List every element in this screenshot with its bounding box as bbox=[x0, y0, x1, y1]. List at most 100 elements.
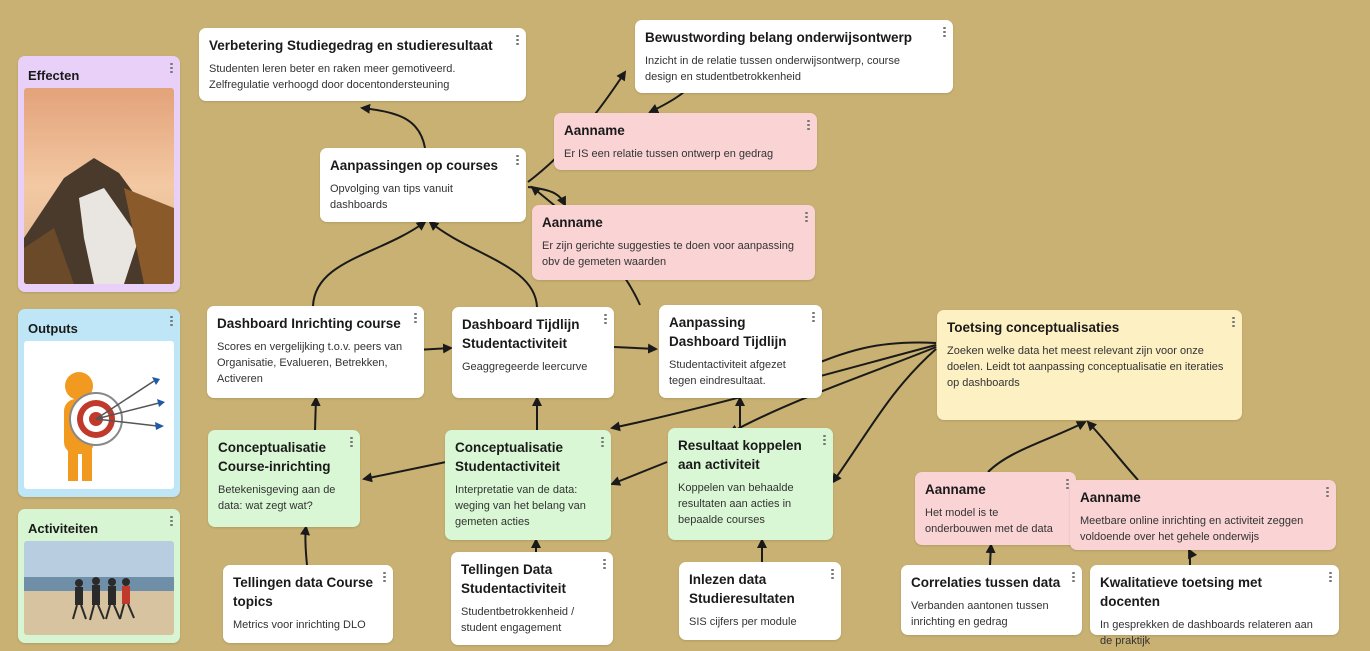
card-body: Geaggregeerde leercurve bbox=[462, 361, 588, 373]
menu-dots-icon[interactable] bbox=[943, 25, 947, 39]
menu-dots-icon[interactable] bbox=[350, 435, 354, 449]
menu-dots-icon[interactable] bbox=[812, 310, 816, 324]
connector bbox=[610, 461, 668, 486]
card-tellingen-course[interactable]: Tellingen data Course topics Metrics voo… bbox=[223, 565, 393, 643]
menu-dots-icon[interactable] bbox=[1066, 477, 1070, 491]
card-title: Toetsing conceptualisaties bbox=[947, 320, 1120, 335]
connector bbox=[312, 220, 427, 307]
menu-dots-icon[interactable] bbox=[1232, 315, 1236, 329]
card-resultaat-koppelen[interactable]: Resultaat koppelen aan activiteit Koppel… bbox=[668, 428, 833, 540]
card-title: Correlaties tussen data bbox=[911, 575, 1061, 590]
card-title: Verbetering Studiegedrag en studieresult… bbox=[209, 38, 493, 53]
card-title: Aanpassingen op courses bbox=[330, 158, 499, 173]
connector bbox=[360, 103, 426, 149]
card-body: Inzicht in de relatie tussen onderwijson… bbox=[645, 55, 900, 83]
connector bbox=[985, 543, 996, 566]
card-toetsing[interactable]: Toetsing conceptualisaties Zoeken welke … bbox=[937, 310, 1242, 420]
card-bewustwording[interactable]: Bewustwording belang onderwijsontwerp In… bbox=[635, 20, 953, 93]
connector bbox=[527, 186, 566, 207]
card-title: Aanname bbox=[1080, 490, 1141, 505]
card-kwalitatieve[interactable]: Kwalitatieve toetsing met docenten In ge… bbox=[1090, 565, 1339, 647]
card-aanname-ontwerp[interactable]: Aanname Er IS een relatie tussen ontwerp… bbox=[554, 113, 817, 170]
menu-dots-icon[interactable] bbox=[807, 118, 811, 132]
card-body: Scores en vergelijking t.o.v. peers van … bbox=[217, 341, 403, 385]
card-aanname-suggesties[interactable]: Aanname Er zijn gerichte suggesties te d… bbox=[532, 205, 815, 280]
card-title: Aanname bbox=[564, 123, 625, 138]
card-aanpassingen-courses[interactable]: Aanpassingen op courses Opvolging van ti… bbox=[320, 148, 526, 222]
menu-dots-icon[interactable] bbox=[831, 567, 835, 581]
legend-title: Activiteiten bbox=[28, 521, 99, 536]
card-tellingen-student[interactable]: Tellingen Data Studentactiviteit Student… bbox=[451, 552, 613, 645]
card-title: Conceptualisatie Studentactiviteit bbox=[455, 440, 564, 474]
menu-dots-icon[interactable] bbox=[1326, 485, 1330, 499]
menu-dots-icon[interactable] bbox=[805, 210, 809, 224]
card-concept-student[interactable]: Conceptualisatie Studentactiviteit Inter… bbox=[445, 430, 611, 540]
card-body: Betekenisgeving aan de data: wat zegt wa… bbox=[218, 484, 336, 512]
card-aanname-meetbaar[interactable]: Aanname Meetbare online inrichting en ac… bbox=[1070, 480, 1336, 550]
legend-outputs[interactable]: Outputs bbox=[18, 309, 180, 497]
card-body: SIS cijfers per module bbox=[689, 616, 797, 628]
card-title: Aanpassing Dashboard Tijdlijn bbox=[669, 315, 787, 349]
card-body: Er zijn gerichte suggesties te doen voor… bbox=[542, 240, 794, 268]
menu-dots-icon[interactable] bbox=[516, 33, 520, 47]
menu-dots-icon[interactable] bbox=[604, 312, 608, 326]
menu-dots-icon[interactable] bbox=[1072, 570, 1076, 584]
card-title: Aanname bbox=[925, 482, 986, 497]
connector bbox=[613, 343, 658, 354]
card-body: Meetbare online inrichting en activiteit… bbox=[1080, 515, 1304, 543]
connector bbox=[362, 461, 447, 483]
connector bbox=[987, 421, 1087, 473]
card-title: Dashboard Inrichting course bbox=[217, 316, 401, 331]
menu-dots-icon[interactable] bbox=[1329, 570, 1333, 584]
card-title: Tellingen data Course topics bbox=[233, 575, 374, 609]
menu-dots-icon[interactable] bbox=[601, 435, 605, 449]
legend-title: Effecten bbox=[28, 68, 80, 83]
legend-title: Outputs bbox=[28, 321, 78, 336]
card-title: Kwalitatieve toetsing met docenten bbox=[1100, 575, 1263, 609]
connector bbox=[300, 525, 310, 566]
menu-dots-icon[interactable] bbox=[414, 311, 418, 325]
card-title: Aanname bbox=[542, 215, 603, 230]
menu-dots-icon[interactable] bbox=[170, 61, 174, 75]
card-body: Studenten leren beter en raken meer gemo… bbox=[209, 63, 456, 91]
card-title: Inlezen data Studieresultaten bbox=[689, 572, 795, 606]
card-body: Zoeken welke data het meest relevant zij… bbox=[947, 345, 1224, 389]
legend-activiteiten[interactable]: Activiteiten bbox=[18, 509, 180, 643]
card-title: Conceptualisatie Course-inrichting bbox=[218, 440, 331, 474]
card-title: Resultaat koppelen aan activiteit bbox=[678, 438, 802, 472]
card-body: Er IS een relatie tussen ontwerp en gedr… bbox=[564, 148, 774, 160]
card-body: Metrics voor inrichting DLO bbox=[233, 619, 366, 631]
menu-dots-icon[interactable] bbox=[823, 433, 827, 447]
card-inlezen[interactable]: Inlezen data Studieresultaten SIS cijfer… bbox=[679, 562, 841, 640]
target-figure-illustration bbox=[24, 341, 174, 489]
menu-dots-icon[interactable] bbox=[383, 570, 387, 584]
card-aanpassing-dashboard[interactable]: Aanpassing Dashboard Tijdlijn Studentact… bbox=[659, 305, 822, 398]
menu-dots-icon[interactable] bbox=[170, 514, 174, 528]
mountain-photo bbox=[24, 88, 174, 284]
menu-dots-icon[interactable] bbox=[603, 557, 607, 571]
card-body: In gesprekken de dashboards relateren aa… bbox=[1100, 619, 1313, 647]
connector bbox=[310, 396, 321, 431]
card-body: Koppelen van behaalde resultaten aan act… bbox=[678, 482, 794, 526]
card-body: Het model is te onderbouwen met de data bbox=[925, 507, 1053, 535]
connector bbox=[1188, 548, 1198, 566]
card-title: Tellingen Data Studentactiviteit bbox=[461, 562, 567, 596]
card-concept-course[interactable]: Conceptualisatie Course-inrichting Betek… bbox=[208, 430, 360, 527]
card-body: Studentactiviteit afgezet tegen eindresu… bbox=[669, 359, 786, 387]
menu-dots-icon[interactable] bbox=[516, 153, 520, 167]
connector bbox=[1086, 420, 1139, 481]
card-title: Bewustwording belang onderwijsontwerp bbox=[645, 30, 913, 45]
menu-dots-icon[interactable] bbox=[170, 314, 174, 328]
card-verbetering[interactable]: Verbetering Studiegedrag en studieresult… bbox=[199, 28, 526, 101]
connector bbox=[428, 220, 538, 308]
legend-effecten[interactable]: Effecten bbox=[18, 56, 180, 292]
card-body: Interpretatie van de data: weging van he… bbox=[455, 484, 586, 528]
card-body: Verbanden aantonen tussen inrichting en … bbox=[911, 600, 1049, 628]
card-dashboard-tijdlijn[interactable]: Dashboard Tijdlijn Studentactiviteit Gea… bbox=[452, 307, 614, 398]
card-body: Studentbetrokkenheid / student engagemen… bbox=[461, 606, 575, 634]
card-dashboard-inrichting[interactable]: Dashboard Inrichting course Scores en ve… bbox=[207, 306, 424, 398]
card-aanname-model[interactable]: Aanname Het model is te onderbouwen met … bbox=[915, 472, 1076, 545]
card-correlaties[interactable]: Correlaties tussen data Verbanden aanton… bbox=[901, 565, 1082, 635]
card-body: Opvolging van tips vanuit dashboards bbox=[330, 183, 453, 211]
